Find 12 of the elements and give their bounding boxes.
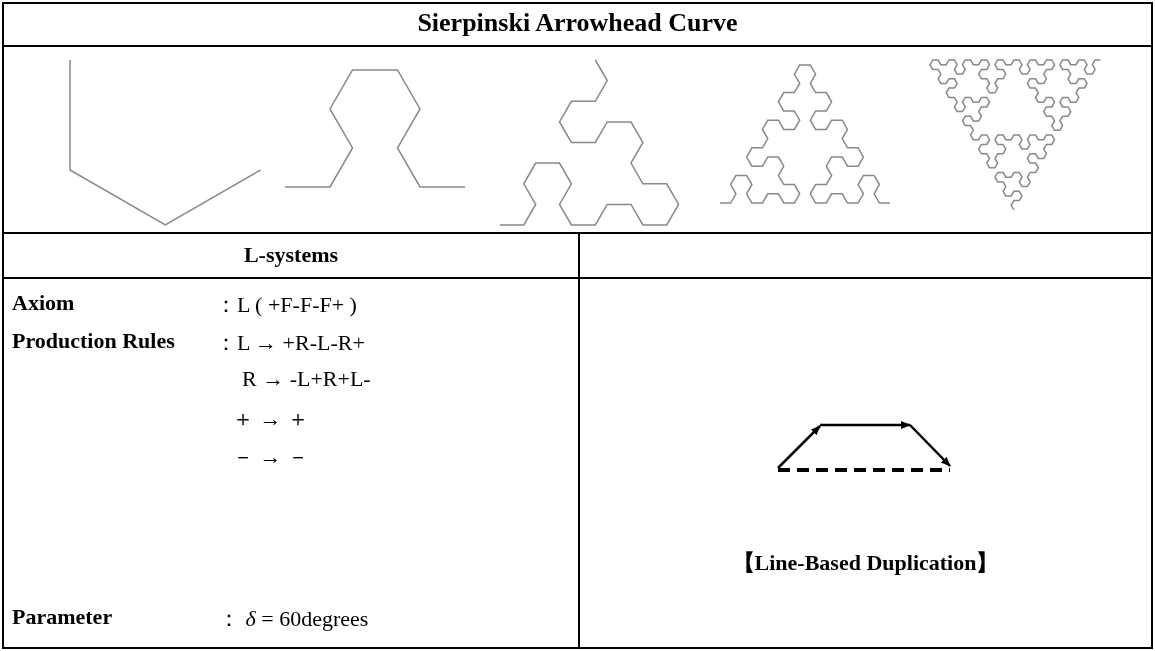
column-header: L-systems	[242, 242, 340, 268]
rule-text: ＋ → ＋	[232, 405, 309, 433]
rule-text: － → －	[232, 443, 309, 471]
table-title: Sierpinski Arrowhead Curve	[416, 8, 739, 38]
drawing-caption: 【Line-Based Duplication】	[731, 549, 1000, 577]
rule-text: ：L ( +F-F-F+ )	[215, 291, 357, 319]
rule-text: R → -L+R+L-	[242, 366, 371, 392]
row-label: Parameter	[12, 604, 113, 630]
row-label: Axiom	[12, 290, 75, 316]
row-label: Production Rules	[12, 328, 175, 354]
parameter-text: ： δ = 60degrees	[218, 605, 369, 633]
rule-text: ：L → +R-L-R+	[215, 329, 365, 357]
